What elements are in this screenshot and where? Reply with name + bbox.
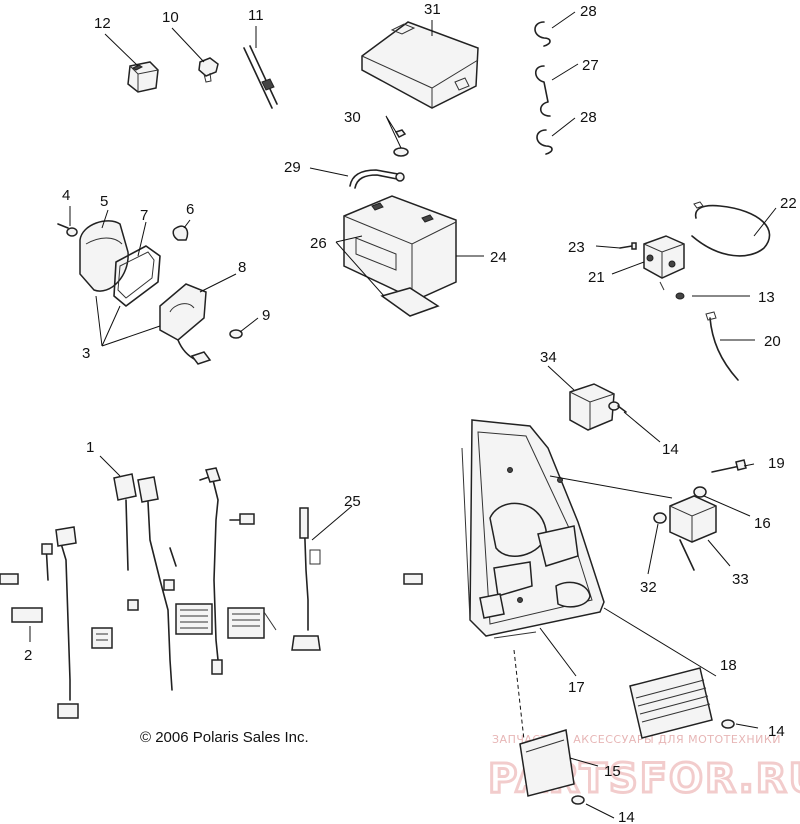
part-6-bulb	[172, 225, 189, 241]
part-29-battery-cable	[349, 169, 405, 189]
callout-5: 5	[100, 193, 108, 210]
part-28-clip-bottom	[536, 129, 553, 155]
part-30-bolt-nut	[393, 129, 409, 157]
callout-32: 32	[640, 579, 657, 596]
callout-16: 16	[754, 515, 771, 532]
callout-21: 21	[588, 269, 605, 286]
part-24-battery	[343, 195, 457, 301]
part-31-battery-cover	[361, 21, 479, 109]
part-28-clip-top	[534, 21, 551, 47]
callout-11: 11	[248, 7, 264, 24]
part-4-screw	[57, 223, 78, 237]
part-32-nut	[653, 512, 667, 524]
part-13-nut	[675, 292, 685, 300]
callout-1: 1	[86, 439, 94, 456]
callout-7: 7	[140, 207, 148, 224]
part-9-nut	[229, 329, 243, 339]
leader-lines	[29, 11, 777, 819]
callout-28a: 28	[580, 3, 597, 20]
callout-4: 4	[62, 187, 70, 204]
part-11-strap	[243, 45, 278, 109]
part-14-bolt-top	[608, 401, 627, 413]
callout-9: 9	[262, 307, 270, 324]
callout-26: 26	[310, 235, 327, 252]
callout-6: 6	[186, 201, 194, 218]
part-21-solenoid	[643, 235, 685, 291]
part-14-bolt-right	[721, 719, 735, 729]
part-10-socket	[198, 57, 219, 83]
part-19-bolt	[711, 459, 747, 473]
callout-25: 25	[344, 493, 361, 510]
part-18-heatsink	[629, 667, 713, 739]
part-12-relay	[127, 61, 159, 93]
part-8-lamp-socket	[159, 283, 212, 365]
part-22-cable	[691, 201, 771, 257]
part-20-wire	[705, 311, 739, 381]
callout-14-top: 14	[662, 441, 679, 458]
part-27-bracket	[534, 65, 551, 117]
callout-labels: 12 10 11 31 30 29 24 26 28 27 28 22 23 2…	[24, 1, 797, 824]
copyright-notice: © 2006 Polaris Sales Inc.	[140, 729, 309, 746]
callout-33: 33	[732, 571, 749, 588]
part-5-housing	[79, 220, 129, 292]
callout-13: 13	[758, 289, 775, 306]
callout-8: 8	[238, 259, 246, 276]
callout-18: 18	[720, 657, 737, 674]
part-1-harness	[0, 467, 277, 719]
callout-2: 2	[24, 647, 32, 664]
callout-14-right: 14	[768, 723, 785, 740]
callout-28b: 28	[580, 109, 597, 126]
part-33-regulator	[669, 495, 717, 571]
callout-10: 10	[162, 9, 179, 26]
callout-29: 29	[284, 159, 301, 176]
callout-3: 3	[82, 345, 90, 362]
part-16-washer	[693, 486, 707, 498]
callout-22: 22	[780, 195, 797, 212]
callout-23: 23	[568, 239, 585, 256]
callout-17: 17	[568, 679, 585, 696]
part-25-harness	[291, 507, 321, 651]
callout-30: 30	[344, 109, 361, 126]
part-14-bolt-bottom	[571, 795, 585, 805]
callout-20: 20	[764, 333, 781, 350]
part-connector-left	[403, 573, 423, 585]
callout-24: 24	[490, 249, 507, 266]
callout-14-bottom: 14	[618, 809, 635, 824]
callout-31: 31	[424, 1, 441, 18]
part-34-module	[569, 383, 615, 431]
part-7-gasket	[113, 245, 161, 307]
callout-34: 34	[540, 349, 557, 366]
callout-27: 27	[582, 57, 599, 74]
part-2-tape	[11, 607, 43, 623]
callout-15: 15	[604, 763, 621, 780]
callout-12: 12	[94, 15, 111, 32]
part-26-decal	[380, 287, 440, 317]
part-15-bracket	[519, 729, 575, 797]
part-23-screw	[619, 242, 637, 250]
part-17-panel	[461, 419, 605, 639]
callout-19: 19	[768, 455, 785, 472]
